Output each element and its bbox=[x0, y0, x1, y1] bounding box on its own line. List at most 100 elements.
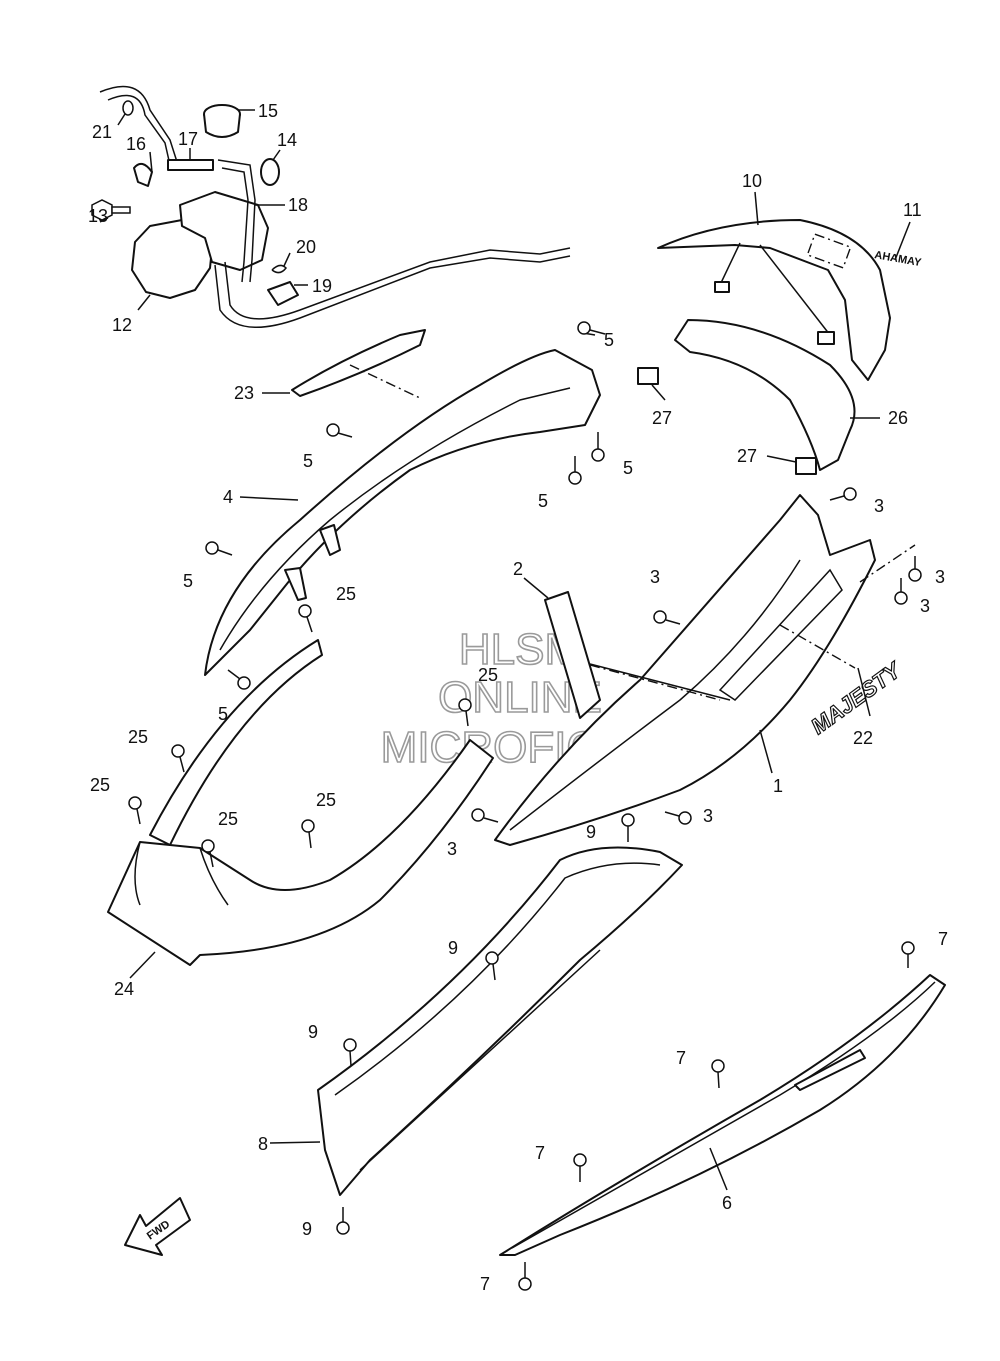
screw-3-c bbox=[908, 556, 922, 582]
screw-25-f bbox=[201, 839, 215, 868]
callout-21: 21 bbox=[92, 122, 112, 142]
screw-25-a bbox=[298, 604, 313, 633]
callout-14: 14 bbox=[277, 130, 297, 150]
callout-20: 20 bbox=[296, 237, 316, 257]
part-27-nut-b bbox=[795, 457, 817, 475]
callout-17: 17 bbox=[178, 129, 198, 149]
part-27-nut-a bbox=[637, 367, 659, 385]
callout-2: 2 bbox=[513, 559, 523, 579]
callout-9-a: 9 bbox=[586, 822, 596, 842]
callout-5-c: 5 bbox=[623, 458, 633, 478]
callout-22: 22 bbox=[853, 728, 873, 748]
leader-lines bbox=[99, 109, 911, 1191]
callout-25-e: 25 bbox=[316, 790, 336, 810]
callout-13: 13 bbox=[88, 206, 108, 226]
callout-25-a: 25 bbox=[336, 584, 356, 604]
screw-3-e bbox=[471, 808, 499, 823]
callout-4: 4 bbox=[223, 487, 233, 507]
callout-5-e: 5 bbox=[183, 571, 193, 591]
callout-18: 18 bbox=[288, 195, 308, 215]
screw-5-a bbox=[577, 321, 606, 335]
callout-7-a: 7 bbox=[938, 929, 948, 949]
part-6-side-cover bbox=[499, 974, 946, 1256]
callout-1: 1 bbox=[773, 776, 783, 796]
callout-5-a: 5 bbox=[604, 330, 614, 350]
callout-3-d: 3 bbox=[920, 596, 930, 616]
side-cover-4-group bbox=[204, 329, 601, 676]
callout-12: 12 bbox=[112, 315, 132, 335]
fwd-arrow-icon: FWD bbox=[124, 1197, 191, 1256]
callout-9-b: 9 bbox=[448, 938, 458, 958]
side-cover-6-group bbox=[499, 974, 946, 1256]
callout-7-c: 7 bbox=[535, 1143, 545, 1163]
callout-7-d: 7 bbox=[480, 1274, 490, 1294]
callout-3-c: 3 bbox=[935, 567, 945, 587]
tank-assembly bbox=[91, 85, 571, 329]
screw-3-a bbox=[829, 487, 857, 501]
callout-16: 16 bbox=[126, 134, 146, 154]
callouts: 21 15 16 17 14 18 13 20 19 12 10 11 5 23… bbox=[88, 101, 948, 1294]
screw-7-d bbox=[518, 1262, 532, 1291]
part-19-breather-hose bbox=[214, 255, 571, 329]
screw-25-d bbox=[128, 796, 142, 825]
callout-3-e: 3 bbox=[703, 806, 713, 826]
screw-25-b bbox=[458, 698, 472, 727]
screw-3-b bbox=[653, 610, 681, 625]
part-23-emblem bbox=[291, 329, 426, 397]
screw-7-c bbox=[573, 1153, 587, 1182]
screw-7-a bbox=[901, 941, 915, 968]
part-20-clip bbox=[271, 264, 287, 274]
part-14-grommet bbox=[260, 158, 280, 186]
part-2-spacer bbox=[544, 591, 601, 719]
screw-5-f bbox=[227, 669, 251, 690]
callout-5-f: 5 bbox=[218, 704, 228, 724]
callout-11: 11 bbox=[903, 200, 922, 220]
part-24-under-cover bbox=[107, 739, 494, 966]
screw-3-d bbox=[894, 578, 908, 605]
callout-25-d: 25 bbox=[90, 775, 110, 795]
side-cover-8-group bbox=[317, 846, 683, 1196]
callout-6: 6 bbox=[722, 1193, 732, 1213]
part-18-hose bbox=[217, 159, 256, 283]
callout-7-b: 7 bbox=[676, 1048, 686, 1068]
screws bbox=[128, 321, 922, 1291]
part-21-hose bbox=[99, 85, 179, 166]
callout-25-b: 25 bbox=[478, 665, 498, 685]
callout-27-b: 27 bbox=[737, 446, 757, 466]
screw-9-c bbox=[343, 1038, 357, 1067]
callout-3-f: 3 bbox=[447, 839, 457, 859]
callout-9-d: 9 bbox=[302, 1219, 312, 1239]
screw-7-b bbox=[711, 1059, 725, 1089]
part-4-side-cover bbox=[204, 349, 601, 676]
screw-3-f bbox=[664, 811, 692, 825]
inner-cover-group bbox=[637, 319, 856, 475]
callout-23: 23 bbox=[234, 383, 254, 403]
part-1-side-cover bbox=[494, 494, 876, 846]
screw-25-e bbox=[301, 819, 315, 849]
part-26-inner-cover bbox=[674, 319, 856, 471]
callout-9-c: 9 bbox=[308, 1022, 318, 1042]
callout-27-a: 27 bbox=[652, 408, 672, 428]
screw-9-a bbox=[621, 813, 635, 842]
part-21-clip bbox=[122, 100, 134, 116]
screw-5-c bbox=[591, 432, 605, 462]
screw-5-d bbox=[568, 456, 582, 485]
screw-5-b bbox=[326, 423, 353, 438]
callout-15: 15 bbox=[258, 101, 278, 121]
callout-24: 24 bbox=[114, 979, 134, 999]
part-16-hose bbox=[133, 162, 153, 187]
part-17-joint bbox=[167, 159, 214, 171]
part-19-clamp bbox=[267, 281, 299, 306]
part-22-emblem: MAJESTY bbox=[806, 656, 907, 739]
callout-5-b: 5 bbox=[303, 451, 313, 471]
callout-25-f: 25 bbox=[218, 809, 238, 829]
callout-8: 8 bbox=[258, 1134, 268, 1154]
callout-3-b: 3 bbox=[650, 567, 660, 587]
callout-25-c: 25 bbox=[128, 727, 148, 747]
screw-9-b bbox=[485, 951, 499, 981]
part-8-side-cover bbox=[317, 846, 683, 1196]
callout-3-a: 3 bbox=[874, 496, 884, 516]
part-15-cap-body bbox=[203, 113, 241, 138]
part-13-bolt bbox=[91, 199, 131, 221]
